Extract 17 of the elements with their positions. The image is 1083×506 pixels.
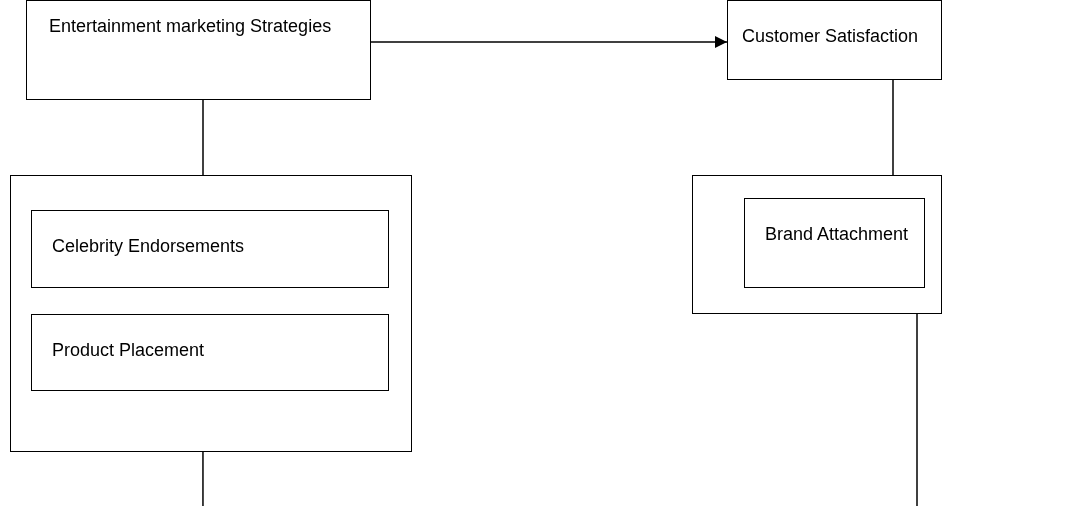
process-box bbox=[26, 0, 371, 100]
process-box bbox=[744, 198, 925, 288]
box-label: Celebrity Endorsements bbox=[52, 235, 246, 258]
group-box bbox=[692, 175, 942, 314]
arrow bbox=[370, 36, 728, 48]
connector-line bbox=[892, 79, 894, 176]
group-box bbox=[10, 175, 412, 452]
box-label: Entertainment marketing Strategies bbox=[49, 15, 333, 38]
box-label: Product Placement bbox=[52, 339, 206, 362]
connector-line bbox=[202, 99, 204, 176]
process-box bbox=[31, 210, 389, 288]
box-label: Brand Attachment bbox=[765, 223, 910, 246]
process-box bbox=[31, 314, 389, 391]
connector-line bbox=[202, 451, 204, 506]
box-label: Customer Satisfaction bbox=[742, 25, 920, 48]
connector-line bbox=[916, 313, 918, 506]
process-box bbox=[727, 0, 942, 80]
